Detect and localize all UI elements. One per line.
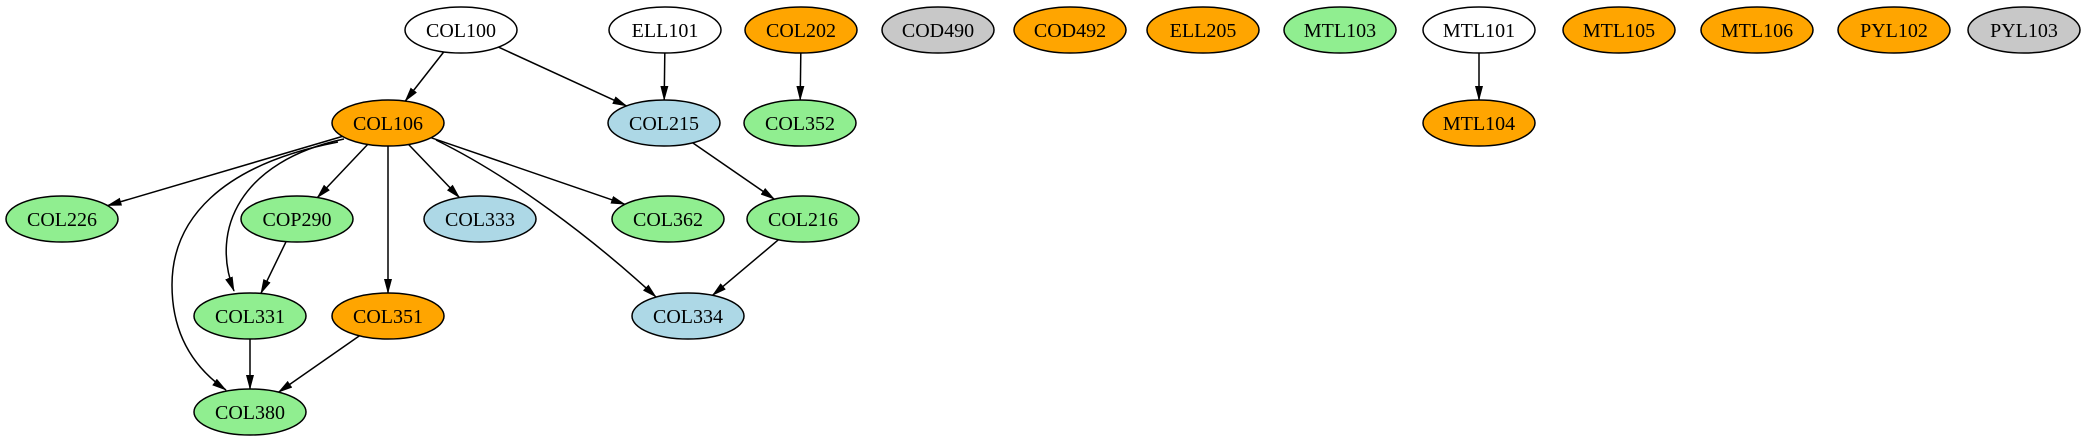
node-COL362: COL362 <box>611 195 725 243</box>
edge-COL106-COP290 <box>316 143 369 199</box>
node-label-ELL205: ELL205 <box>1170 20 1237 42</box>
node-label-PYL102: PYL102 <box>1860 20 1928 42</box>
node-COP290: COP290 <box>240 195 354 243</box>
node-ELL101: ELL101 <box>608 6 722 54</box>
node-label-COL215: COL215 <box>629 113 699 135</box>
node-label-ELL101: ELL101 <box>632 20 699 42</box>
node-ellipse-PYL103 <box>1967 6 2081 54</box>
edge-COP290-COL331 <box>260 241 287 295</box>
node-ellipse-PYL102 <box>1837 6 1951 54</box>
node-ellipse-COL215 <box>607 99 721 147</box>
node-ellipse-MTL103 <box>1283 6 1397 54</box>
node-label-COL333: COL333 <box>445 209 515 231</box>
node-ellipse-ELL101 <box>608 6 722 54</box>
node-ellipse-COL352 <box>743 99 857 147</box>
node-MTL106: MTL106 <box>1700 6 1814 54</box>
edge-COL202-COL352 <box>796 52 805 101</box>
node-label-COL100: COL100 <box>426 20 496 42</box>
node-ellipse-COL351 <box>331 292 445 340</box>
node-ELL205: ELL205 <box>1146 6 1260 54</box>
node-ellipse-MTL106 <box>1700 6 1814 54</box>
node-ellipse-MTL105 <box>1562 6 1676 54</box>
node-MTL104: MTL104 <box>1422 99 1536 147</box>
node-label-COL351: COL351 <box>353 306 423 328</box>
edge-layer <box>106 46 1483 393</box>
node-label-COP290: COP290 <box>263 209 332 231</box>
edge-COL100-COL106 <box>404 51 445 102</box>
node-ellipse-COL331 <box>193 292 307 340</box>
node-ellipse-COL216 <box>746 195 860 243</box>
node-COD492: COD492 <box>1013 6 1127 54</box>
node-COL331: COL331 <box>193 292 307 340</box>
node-COL100: COL100 <box>404 6 518 54</box>
node-COL352: COL352 <box>743 99 857 147</box>
node-COL333: COL333 <box>423 195 537 243</box>
node-COL202: COL202 <box>744 6 858 54</box>
node-ellipse-COL202 <box>744 6 858 54</box>
node-COD490: COD490 <box>881 6 995 54</box>
node-COL380: COL380 <box>193 388 307 436</box>
node-label-COL380: COL380 <box>215 402 285 424</box>
node-MTL103: MTL103 <box>1283 6 1397 54</box>
edge-COL106-COL362 <box>430 136 626 206</box>
node-label-COL226: COL226 <box>27 209 97 231</box>
node-label-PYL103: PYL103 <box>1990 20 2058 42</box>
node-ellipse-COL226 <box>5 195 119 243</box>
node-COL216: COL216 <box>746 195 860 243</box>
node-ellipse-COL334 <box>631 292 745 340</box>
node-ellipse-COL333 <box>423 195 537 243</box>
node-ellipse-COL362 <box>611 195 725 243</box>
node-ellipse-ELL205 <box>1146 6 1260 54</box>
node-MTL105: MTL105 <box>1562 6 1676 54</box>
node-label-COL331: COL331 <box>215 306 285 328</box>
node-label-MTL106: MTL106 <box>1721 20 1793 42</box>
edge-COL100-COL215 <box>498 46 628 107</box>
edge-COL106-COL333 <box>407 143 461 199</box>
node-label-COL334: COL334 <box>653 306 723 328</box>
node-PYL103: PYL103 <box>1967 6 2081 54</box>
node-label-COL352: COL352 <box>765 113 835 135</box>
node-PYL102: PYL102 <box>1837 6 1951 54</box>
edge-ELL101-COL215 <box>660 52 669 101</box>
node-COL226: COL226 <box>5 195 119 243</box>
node-ellipse-COD490 <box>881 6 995 54</box>
node-COL351: COL351 <box>331 292 445 340</box>
node-label-MTL104: MTL104 <box>1443 113 1515 135</box>
edge-COL215-COL216 <box>692 142 776 200</box>
node-label-COL202: COL202 <box>766 20 836 42</box>
edge-COL106-COL226 <box>106 135 343 207</box>
edge-COL351-COL380 <box>277 335 360 393</box>
node-ellipse-COL100 <box>404 6 518 54</box>
node-ellipse-COD492 <box>1013 6 1127 54</box>
node-COL334: COL334 <box>631 292 745 340</box>
node-ellipse-MTL104 <box>1422 99 1536 147</box>
node-ellipse-MTL101 <box>1422 6 1536 54</box>
edge-COL106-COL334 <box>435 139 657 298</box>
node-label-COL362: COL362 <box>633 209 703 231</box>
node-COL215: COL215 <box>607 99 721 147</box>
node-MTL101: MTL101 <box>1422 6 1536 54</box>
node-ellipse-COL106 <box>331 99 445 147</box>
edge-COL216-COL334 <box>711 239 779 296</box>
node-label-COD490: COD490 <box>902 20 974 42</box>
node-label-MTL101: MTL101 <box>1443 20 1515 42</box>
node-label-COD492: COD492 <box>1034 20 1106 42</box>
node-label-COL216: COL216 <box>768 209 838 231</box>
node-ellipse-COL380 <box>193 388 307 436</box>
node-ellipse-COP290 <box>240 195 354 243</box>
edge-COL106-COL380 <box>171 141 339 391</box>
node-label-MTL103: MTL103 <box>1304 20 1376 42</box>
node-COL106: COL106 <box>331 99 445 147</box>
node-label-COL106: COL106 <box>353 113 423 135</box>
node-label-MTL105: MTL105 <box>1583 20 1655 42</box>
